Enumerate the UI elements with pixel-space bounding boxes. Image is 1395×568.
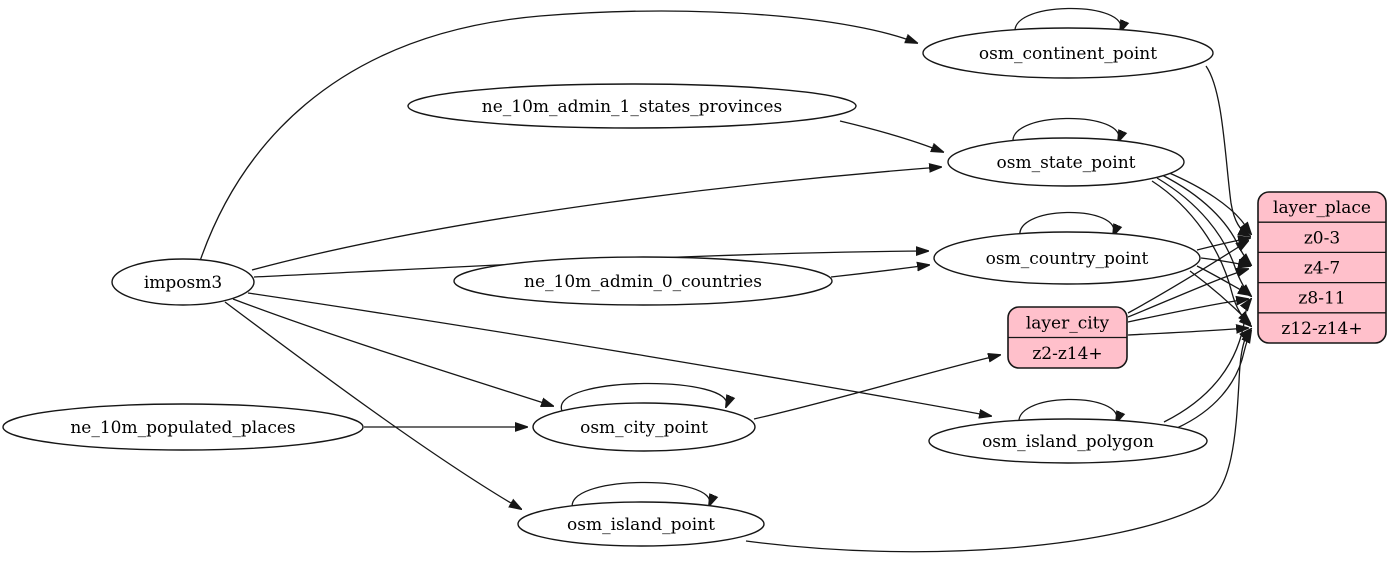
edge-imposm3-osm_city_point	[232, 298, 553, 406]
ellipse-shape-imposm3	[111, 258, 255, 306]
node-osm_continent_point: osm_continent_point	[922, 27, 1214, 79]
self-loop-edge-osm_island_point	[571, 481, 710, 511]
record-row-label-layer_place-1: z0-3	[1304, 228, 1340, 248]
self-loop-edge-osm_city_point	[560, 382, 726, 412]
ellipse-shape-osm_city_point	[532, 402, 756, 452]
record-row-label-layer_place-3: z8-11	[1298, 289, 1345, 309]
edge-imposm3-osm_island_point	[224, 301, 521, 509]
edge-imposm3-osm_state_point	[251, 167, 941, 271]
edge-osm_state_point-layer_place-z0-3	[1166, 171, 1251, 234]
record-shape-layer_place	[1257, 191, 1387, 344]
edge-osm_country_point-layer_place-z0-3	[1196, 238, 1250, 251]
node-osm_country_point: osm_country_point	[933, 231, 1201, 285]
node-label-ne_10m_admin_1_states_provinces: ne_10m_admin_1_states_provinces	[482, 97, 782, 117]
record-row-label-layer_city-0: layer_city	[1026, 313, 1110, 333]
node-label-ne_10m_populated_places: ne_10m_populated_places	[70, 418, 295, 438]
edge-osm_country_point-layer_place-z4-7	[1200, 257, 1250, 266]
self-loop-edge-osm_country_point	[1019, 211, 1114, 241]
node-layer_city: layer_city z2-z14+	[1007, 306, 1128, 369]
node-ne_10m_populated_places: ne_10m_populated_places	[2, 403, 364, 451]
edge-layer_city-layer_place-z8-11	[1127, 299, 1248, 323]
node-osm_city_point: osm_city_point	[532, 402, 756, 452]
record-row-label-layer_city-1: z2-z14+	[1032, 344, 1102, 364]
node-ne_10m_admin_0_countries: ne_10m_admin_0_countries	[453, 256, 833, 306]
node-osm_island_point: osm_island_point	[517, 501, 765, 547]
node-label-ne_10m_admin_0_countries: ne_10m_admin_0_countries	[524, 272, 762, 292]
node-label-osm_island_polygon: osm_island_polygon	[982, 432, 1154, 452]
node-label-osm_city_point: osm_city_point	[580, 418, 708, 438]
record-row-label-layer_place-0: layer_place	[1273, 198, 1371, 218]
edge-osm_island_point-layer_place-z12-z14	[745, 329, 1251, 553]
node-label-osm_country_point: osm_country_point	[986, 249, 1149, 269]
node-label-osm_island_point: osm_island_point	[567, 515, 715, 535]
ellipse-shape-osm_island_polygon	[928, 418, 1208, 464]
record-row-label-layer_place-4: z12-z14+	[1281, 319, 1362, 339]
ellipse-shape-osm_island_point	[517, 501, 765, 547]
self-loop-edge-osm_state_point	[1012, 117, 1119, 147]
edge-ne_10m_admin_1_states_provinces-osm_state_point	[839, 120, 943, 152]
self-loop-edge-osm_island_polygon	[1018, 398, 1117, 428]
edge-layer_city-layer_place-z4-7	[1127, 269, 1248, 318]
ellipse-shape-ne_10m_admin_1_states_provinces	[407, 83, 857, 129]
node-imposm3: imposm3	[111, 258, 255, 306]
node-osm_island_polygon: osm_island_polygon	[928, 418, 1208, 464]
record-row-label-layer_place-2: z4-7	[1304, 259, 1340, 279]
node-label-osm_continent_point: osm_continent_point	[979, 44, 1157, 64]
node-ne_10m_admin_1_states_provinces: ne_10m_admin_1_states_provinces	[407, 83, 857, 129]
edge-osm_city_point-layer_city-z2-z14	[753, 355, 1000, 420]
node-osm_state_point: osm_state_point	[947, 137, 1185, 187]
ellipse-shape-ne_10m_populated_places	[2, 403, 364, 451]
edge-imposm3-osm_island_polygon	[247, 292, 991, 416]
ellipse-shape-ne_10m_admin_0_countries	[453, 256, 833, 306]
ellipse-shape-osm_state_point	[947, 137, 1185, 187]
edge-osm_island_polygon-layer_place-z12-z14	[1176, 331, 1251, 429]
node-layer_place: layer_place z0-3 z4-7 z8-11 z12-z14+	[1257, 191, 1387, 344]
edge-layer_city-layer_place-z0-3	[1127, 241, 1248, 314]
edge-imposm3-osm_continent_point	[199, 10, 917, 262]
node-label-osm_state_point: osm_state_point	[997, 153, 1136, 173]
ellipse-shape-osm_country_point	[933, 231, 1201, 285]
edge-layer_city-layer_place-z12-z14	[1127, 328, 1248, 336]
edge-ne_10m_admin_0_countries-osm_country_point	[830, 265, 929, 278]
node-label-imposm3: imposm3	[144, 273, 222, 293]
ellipse-shape-osm_continent_point	[922, 27, 1214, 79]
edge-osm_country_point-layer_place-z8-11	[1196, 265, 1250, 295]
self-loop-edge-osm_continent_point	[1014, 7, 1121, 37]
